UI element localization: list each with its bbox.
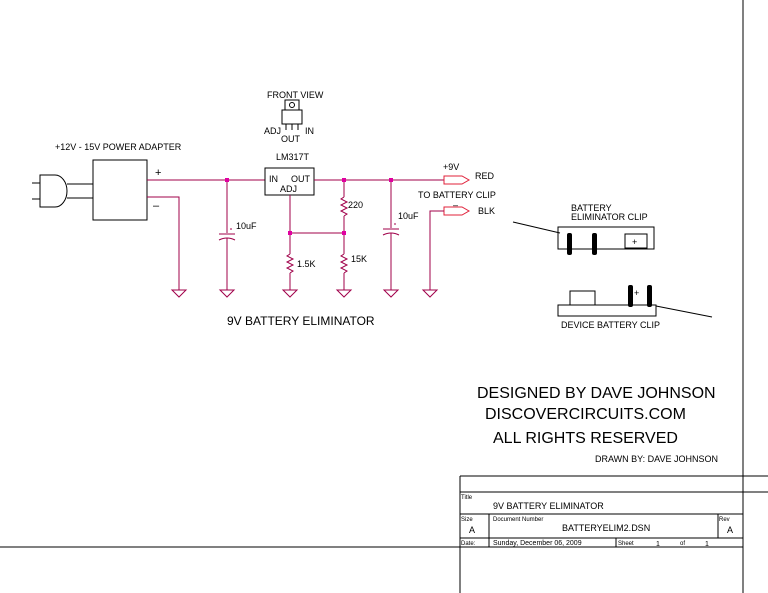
c2-label: 10uF	[398, 211, 419, 221]
title-block-sheet-value: 1	[656, 541, 660, 548]
title-block-rev-label: Rev	[719, 517, 730, 523]
title-block-title-value: 9V BATTERY ELIMINATOR	[493, 501, 604, 511]
adapter-label: +12V - 15V POWER ADAPTER	[55, 142, 182, 152]
title-block-date-value: Sunday, December 06, 2009	[493, 540, 582, 547]
credit-designed-by: DESIGNED BY DAVE JOHNSON	[477, 385, 716, 402]
eliminator-clip-plus: +	[632, 237, 637, 247]
title-block-of-label: of	[680, 541, 685, 547]
title-block-date-label: Date:	[461, 541, 476, 547]
title-block-docnum-value: BATTERYELIM2.DSN	[562, 523, 650, 533]
ground-icon	[335, 289, 353, 298]
eliminator-clip-terminal	[567, 233, 572, 255]
ground-icon	[281, 289, 299, 298]
title-block-size-label: Size	[461, 517, 473, 523]
r2-label: 1.5K	[297, 259, 316, 269]
red-connector-icon	[443, 175, 471, 185]
junction-dot	[342, 231, 346, 235]
junction-dot	[342, 178, 346, 182]
device-clip-plus: +	[634, 288, 639, 298]
credit-rights: ALL RIGHTS RESERVED	[493, 430, 678, 447]
eliminator-clip-body	[557, 226, 655, 250]
eliminator-clip-terminal	[592, 233, 597, 255]
r2-resistor-symbol	[285, 253, 295, 274]
junction-dot	[288, 231, 292, 235]
regulator-in-label: IN	[269, 174, 278, 184]
eliminator-clip-label-1: BATTERY	[571, 203, 612, 213]
r3-label: 15K	[351, 254, 367, 264]
ground-icon	[421, 289, 439, 298]
ground-icon	[218, 289, 236, 298]
device-clip-snap	[569, 290, 596, 306]
pin-in-label: IN	[305, 126, 314, 136]
r1-resistor-symbol	[339, 196, 349, 217]
plus9v-label: +9V	[443, 162, 459, 172]
junction-dot	[225, 178, 229, 182]
wire-ground-return	[429, 210, 444, 290]
title-block-sheet-label: Sheet	[618, 541, 634, 547]
pin-adj-label: ADJ	[264, 126, 281, 136]
to-clip-label: TO BATTERY CLIP	[418, 190, 496, 200]
regulator-name: LM317T	[276, 152, 310, 162]
plug-icon	[32, 174, 68, 208]
front-view-label: FRONT VIEW	[267, 90, 324, 100]
eliminator-clip-wire	[512, 221, 561, 234]
to220-package-icon	[281, 99, 303, 130]
r3-resistor-symbol	[339, 253, 349, 274]
device-clip-terminal	[628, 285, 633, 307]
minus-connector-label: –	[453, 200, 458, 210]
eliminator-clip-label-2: ELIMINATOR CLIP	[571, 212, 648, 222]
regulator-adj-label: ADJ	[280, 184, 297, 194]
blk-label: BLK	[478, 206, 495, 216]
eliminator-clip-snap	[624, 233, 648, 249]
power-adapter-box	[92, 159, 148, 221]
regulator-out-label: OUT	[291, 174, 311, 184]
device-clip-wire	[655, 305, 713, 318]
wire-negative	[147, 196, 180, 290]
ground-icon	[382, 289, 400, 298]
title-block-title-label: Title	[461, 495, 473, 501]
blk-connector-icon	[443, 206, 471, 216]
pin-out-label: OUT	[281, 134, 301, 144]
c1-label: 10uF	[236, 221, 257, 231]
credit-website: DISCOVERCIRCUITS.COM	[485, 406, 686, 423]
title-block-of-value: 1	[705, 541, 709, 548]
adapter-plus: +	[155, 167, 161, 179]
device-clip-terminal	[647, 285, 652, 307]
device-clip-label: DEVICE BATTERY CLIP	[561, 320, 660, 330]
title-block-size-value: A	[469, 525, 475, 535]
adapter-minus: –	[153, 200, 160, 212]
title-block-docnum-label: Document Number	[493, 517, 543, 523]
title-block-rev-value: A	[727, 525, 733, 535]
device-clip-body	[557, 304, 657, 317]
red-label: RED	[475, 171, 495, 181]
r1-label: 220	[348, 200, 363, 210]
ground-icon	[170, 289, 188, 298]
credit-drawn-by: DRAWN BY: DAVE JOHNSON	[595, 454, 718, 464]
title-block	[459, 475, 768, 593]
schematic-title: 9V BATTERY ELIMINATOR	[227, 314, 375, 328]
junction-dot	[389, 178, 393, 182]
